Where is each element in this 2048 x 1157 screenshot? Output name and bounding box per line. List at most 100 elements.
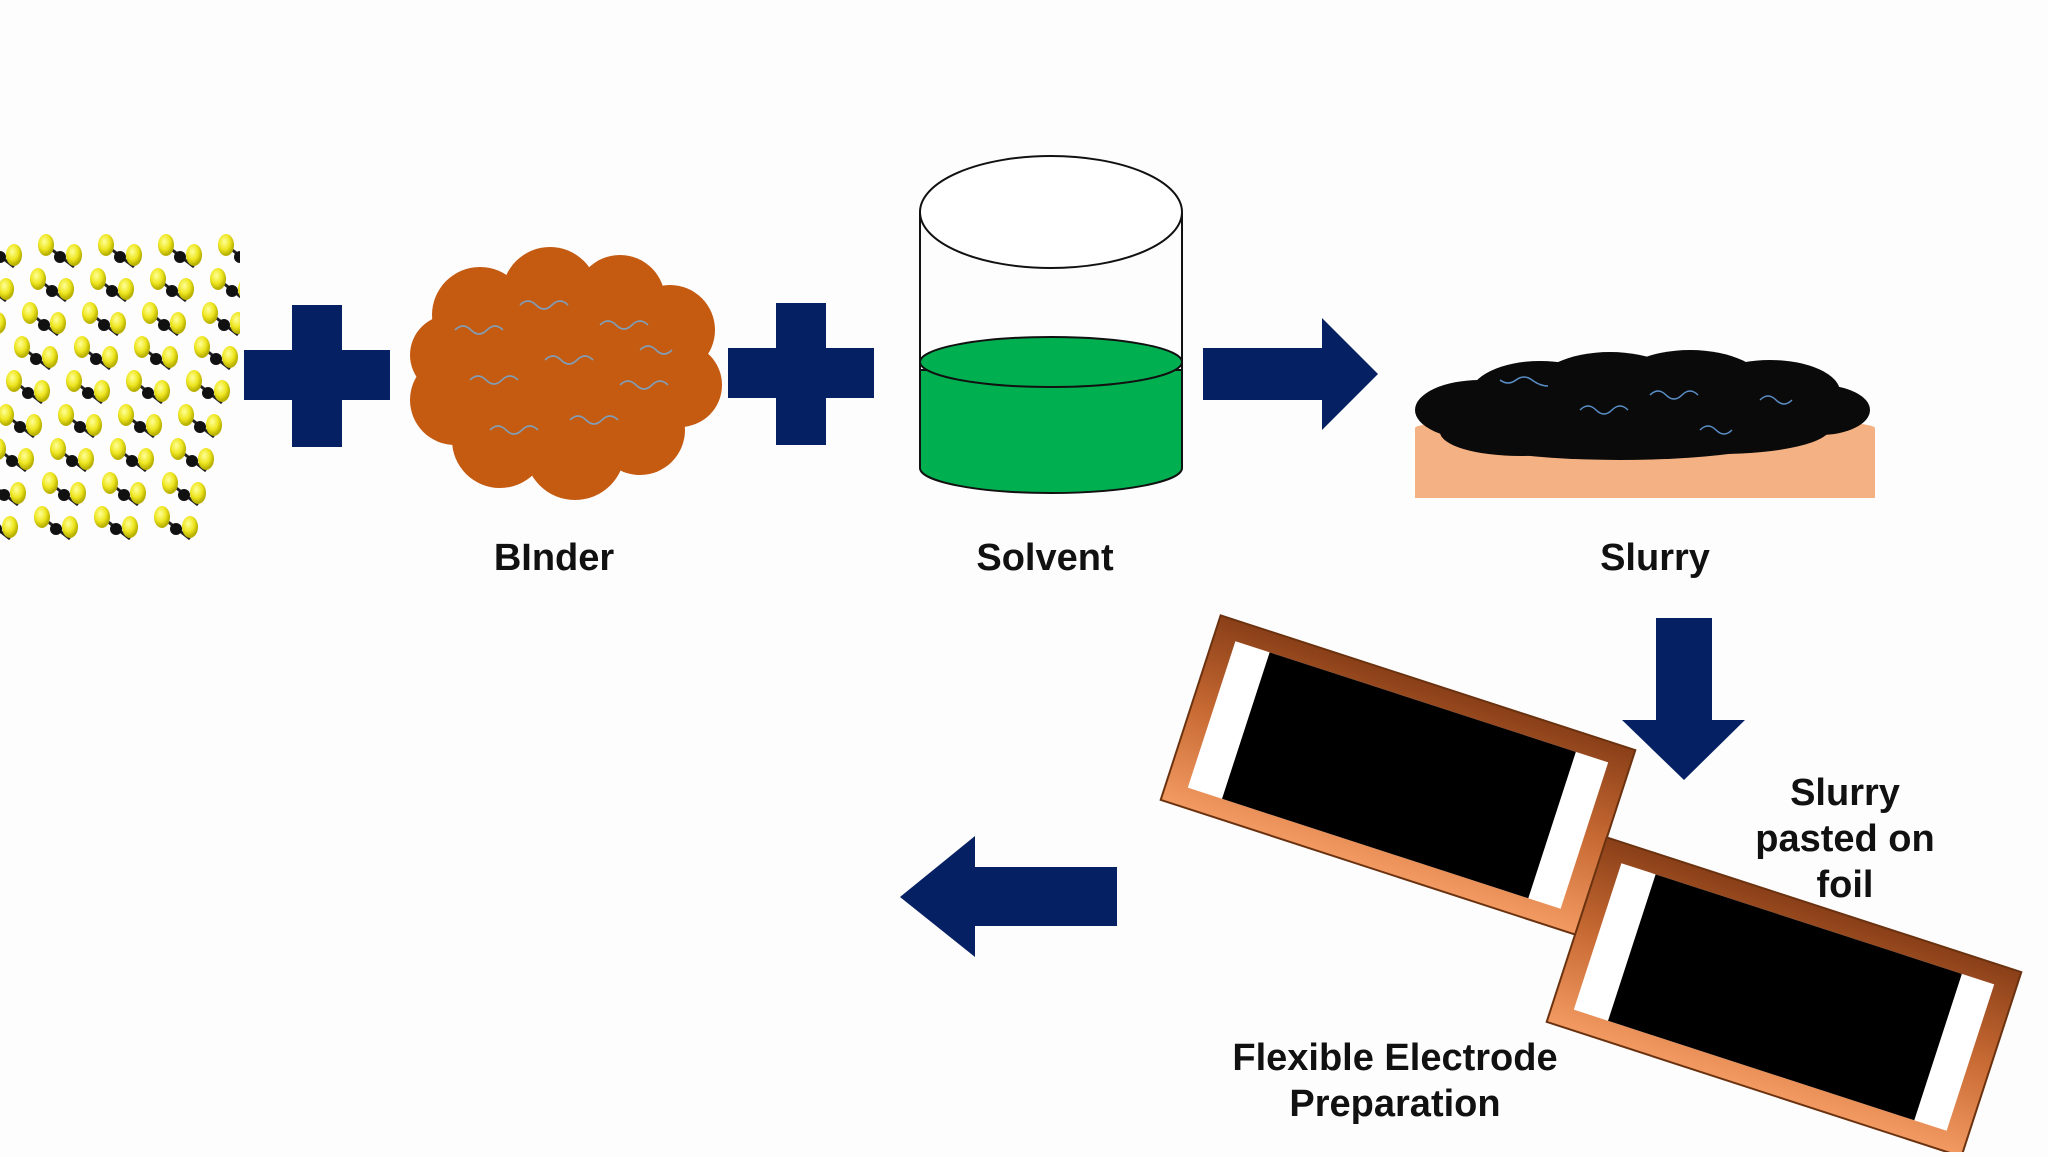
crystal-metal-atom <box>166 285 178 297</box>
crystal-metal-atom <box>226 285 238 297</box>
crystal-metal-atom <box>106 285 118 297</box>
crystal-atom <box>86 414 102 436</box>
slurry-icon <box>1415 350 1875 498</box>
crystal-atom <box>214 380 230 402</box>
slurry-pasted-line: Slurry <box>1790 772 1900 814</box>
crystal-metal-atom <box>170 523 182 535</box>
crystal-atom <box>30 268 46 290</box>
flexible-electrode-label: Flexible Electrode Preparation <box>1205 1035 1585 1127</box>
crystal-atom <box>0 404 14 426</box>
crystal-atom <box>50 312 66 334</box>
crystal-atom <box>66 370 82 392</box>
crystal-atom <box>78 448 94 470</box>
crystal-atom <box>50 438 66 460</box>
crystal-metal-atom <box>66 455 78 467</box>
crystal-metal-atom <box>186 455 198 467</box>
arrow-down-icon <box>1622 618 1745 780</box>
crystal-atom <box>6 244 22 266</box>
crystal-atom <box>34 380 50 402</box>
electrode-foil-icon <box>1159 614 1637 936</box>
crystal-atom <box>10 482 26 504</box>
crystal-metal-atom <box>114 251 126 263</box>
slurry-label: Slurry <box>1600 537 1710 579</box>
crystal-atom <box>178 404 194 426</box>
crystal-metal-atom <box>110 523 122 535</box>
crystal-atom <box>102 472 118 494</box>
crystal-atom <box>38 234 54 256</box>
crystal-atom <box>130 482 146 504</box>
crystal-atom <box>122 516 138 538</box>
arrow-right-icon <box>1203 318 1378 430</box>
crystal-metal-atom <box>210 353 222 365</box>
crystal-atom <box>22 302 38 324</box>
crystal-atom <box>202 302 218 324</box>
crystal-atom <box>126 244 142 266</box>
plus-icon <box>728 303 874 445</box>
crystal-metal-atom <box>38 319 50 331</box>
slurry-pasted-label: Slurry pasted on foil <box>1720 770 1970 908</box>
binder-label: BInder <box>493 537 615 579</box>
crystal-metal-atom <box>218 319 230 331</box>
crystal-atom <box>98 234 114 256</box>
crystal-atom <box>186 370 202 392</box>
crystal-atom <box>94 380 110 402</box>
crystal-atom <box>190 482 206 504</box>
crystal-atom <box>58 404 74 426</box>
crystal-metal-atom <box>90 353 102 365</box>
crystal-atom <box>206 414 222 436</box>
crystal-atom <box>210 268 226 290</box>
crystal-metal-atom <box>178 489 190 501</box>
crystal-metal-atom <box>194 421 206 433</box>
crystal-atom <box>186 244 202 266</box>
crystal-atom <box>26 414 42 436</box>
crystal-metal-atom <box>142 387 154 399</box>
crystal-atom <box>118 278 134 300</box>
crystal-atom <box>102 346 118 368</box>
slurry-pasted-line: foil <box>1816 864 1874 906</box>
crystal-atom <box>0 278 14 300</box>
crystal-metal-atom <box>202 387 214 399</box>
crystal-atom <box>142 302 158 324</box>
crystal-metal-atom <box>134 421 146 433</box>
crystal-atom <box>118 404 134 426</box>
flexible-electrode-line: Flexible Electrode <box>1232 1037 1558 1079</box>
crystal-atom <box>238 281 240 297</box>
crystal-atom <box>110 312 126 334</box>
crystal-atom <box>34 506 50 528</box>
slurry-pasted-line: pasted on <box>1755 818 1935 860</box>
crystal-atom <box>178 278 194 300</box>
crystal-atom <box>14 336 30 358</box>
crystal-atom <box>230 312 240 334</box>
crystal-atom <box>194 336 210 358</box>
crystal-atom <box>170 438 186 460</box>
crystal-metal-atom <box>234 251 240 263</box>
crystal-atom <box>42 472 58 494</box>
crystal-metal-atom <box>82 387 94 399</box>
crystal-atom <box>74 336 90 358</box>
crystal-metal-atom <box>174 251 186 263</box>
solvent-label: Solvent <box>976 537 1114 579</box>
crystal-metal-atom <box>30 353 42 365</box>
crystal-metal-atom <box>14 421 26 433</box>
crystal-atom <box>182 516 198 538</box>
crystal-metal-atom <box>98 319 110 331</box>
crystal-atom <box>134 336 150 358</box>
crystal-atom <box>6 370 22 392</box>
crystal-atom <box>126 370 142 392</box>
crystal-metal-atom <box>50 523 62 535</box>
crystal-atom <box>158 234 174 256</box>
crystal-metal-atom <box>0 489 10 501</box>
crystal-atom <box>110 438 126 460</box>
crystal-atom <box>42 346 58 368</box>
crystal-metal-atom <box>54 251 66 263</box>
crystal-metal-atom <box>158 319 170 331</box>
crystal-atom <box>0 438 6 460</box>
crystal-atom <box>58 278 74 300</box>
crystal-atom <box>90 268 106 290</box>
crystal-metal-atom <box>0 524 2 534</box>
crystal-atom <box>66 244 82 266</box>
crystal-metal-atom <box>46 285 58 297</box>
crystal-atom <box>218 234 234 256</box>
crystal-metal-atom <box>0 251 6 263</box>
crystal-atom <box>2 516 18 538</box>
